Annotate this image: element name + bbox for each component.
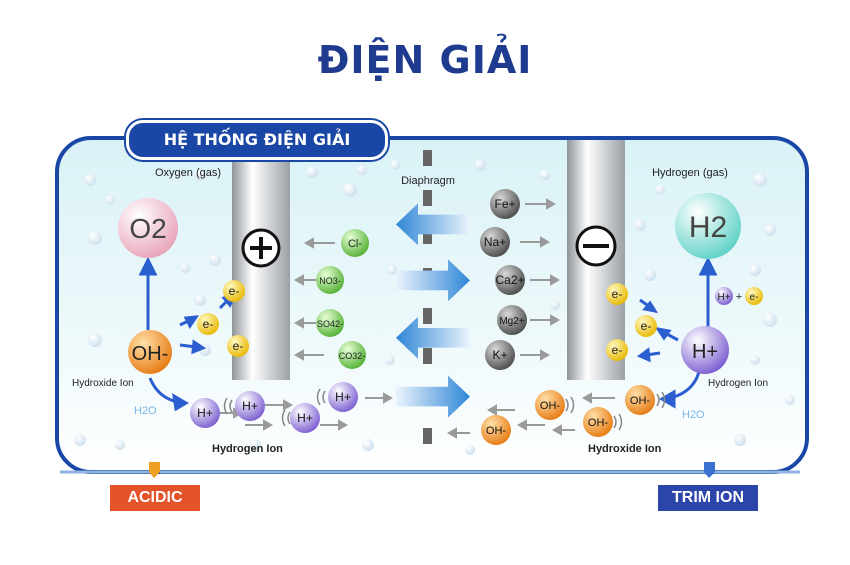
- anion-ion: [341, 229, 369, 257]
- flow-left-arrow-1: [396, 203, 470, 246]
- flow-right-arrow-2: [396, 375, 470, 418]
- hydroxide-ion-left-label: Hydroxide Ion: [72, 378, 134, 389]
- electron-label: e-: [612, 287, 623, 301]
- electron-label: e-: [641, 319, 652, 333]
- oh-ion-label: OH-: [630, 395, 651, 407]
- h-ion-large-label: H+: [692, 341, 718, 363]
- anion-list: Cl- NO3- SO42- CO32-: [316, 229, 369, 369]
- cathode-minus-icon: [575, 225, 617, 267]
- h-ion-label: H+: [242, 399, 258, 413]
- electrons-right: e- e- e- H+ + e-: [606, 283, 763, 361]
- system-title-tab: HỆ THỐNG ĐIỆN GIẢI: [126, 120, 388, 160]
- acidic-output-label: ACIDIC: [110, 485, 200, 511]
- vibration-marks: [223, 388, 666, 431]
- cation-ion: [490, 189, 520, 219]
- h-ion: [328, 382, 358, 412]
- hydroxide-ions-bottom: OH- OH- OH- OH-: [481, 385, 655, 445]
- anion-ion: [338, 341, 366, 369]
- page-title: ĐIỆN GIẢI: [317, 38, 533, 82]
- cation-label: Fe+: [494, 197, 515, 211]
- h-ion: [290, 403, 320, 433]
- electron-label: e-: [233, 339, 244, 353]
- cation-label: Mg2+: [499, 316, 524, 327]
- hydroxide-ion-bottom-label: Hydroxide Ion: [588, 443, 662, 455]
- electron-label: e-: [612, 343, 623, 357]
- o2-molecule: [118, 198, 178, 258]
- anion-label: CO32-: [339, 351, 366, 361]
- hydrogen-ion-bottom-label: Hydrogen Ion: [212, 443, 283, 455]
- h-ion-label: H+: [197, 406, 213, 420]
- oh-ion: [535, 390, 565, 420]
- cation-ion: [495, 265, 525, 295]
- flow-left-arrow-2: [396, 316, 470, 359]
- oh-ion: [481, 415, 511, 445]
- oh-ion: [625, 385, 655, 415]
- h2-symbol: H2: [689, 211, 727, 244]
- water-bubbles: [74, 159, 795, 455]
- cation-ion: [480, 227, 510, 257]
- flow-right-arrow-1: [396, 259, 470, 302]
- oh-ion-label: OH-: [486, 425, 507, 437]
- reaction-arrows: [138, 256, 718, 412]
- anion-ion: [316, 309, 344, 337]
- cation-list: Fe+ Na+ Ca2+ Mg2+ K+: [480, 189, 527, 370]
- oh-ion-label: OH-: [540, 400, 561, 412]
- h-ion: [235, 391, 265, 421]
- hydrogen-ion-right-label: Hydrogen Ion: [708, 378, 768, 389]
- h-ion: [190, 398, 220, 428]
- oh-ion: [583, 407, 613, 437]
- anion-label: NO3-: [319, 276, 341, 286]
- h2-molecule: [675, 193, 741, 259]
- anode-plus-icon: [241, 228, 281, 268]
- hydrogen-ions-bottom: H+ H+ H+ H+: [190, 382, 358, 433]
- oh-ion-label: OH-: [588, 417, 609, 429]
- cation-label: Na+: [484, 235, 506, 249]
- hydrogen-gas-label: Hydrogen (gas): [652, 167, 728, 179]
- cation-ion: [485, 340, 515, 370]
- electrolysis-tank: [55, 136, 809, 474]
- o2-symbol: O2: [129, 213, 166, 244]
- oh-ion-large: [128, 330, 172, 374]
- ion-move-arrows: [215, 198, 615, 439]
- oh-ion-large-label: OH-: [132, 343, 169, 365]
- h2o-left-label: H2O: [134, 405, 157, 417]
- h-ion-small-label: H+: [717, 292, 730, 303]
- oxygen-gas-label: Oxygen (gas): [155, 167, 221, 179]
- anion-ion: [316, 266, 344, 294]
- h-ion-large: [681, 326, 729, 374]
- trim-ion-output-label: TRIM ION: [658, 485, 758, 511]
- electrons-left: e- e- e-: [197, 280, 249, 357]
- cation-label: K+: [492, 348, 507, 362]
- anion-label: Cl-: [348, 238, 362, 250]
- cation-label: Ca2+: [495, 273, 524, 287]
- outflow-markers: [60, 462, 800, 478]
- h-ion-label: H+: [297, 411, 313, 425]
- anion-label: SO42-: [317, 319, 343, 329]
- electron-label: e-: [229, 284, 240, 298]
- electron-label: e-: [750, 292, 759, 303]
- h2o-right-label: H2O: [682, 409, 705, 421]
- electron-label: e-: [203, 317, 214, 331]
- cation-ion: [497, 305, 527, 335]
- h-ion-label: H+: [335, 390, 351, 404]
- plus-sign: +: [736, 291, 742, 303]
- diaphragm-label: Diaphragm: [401, 175, 455, 187]
